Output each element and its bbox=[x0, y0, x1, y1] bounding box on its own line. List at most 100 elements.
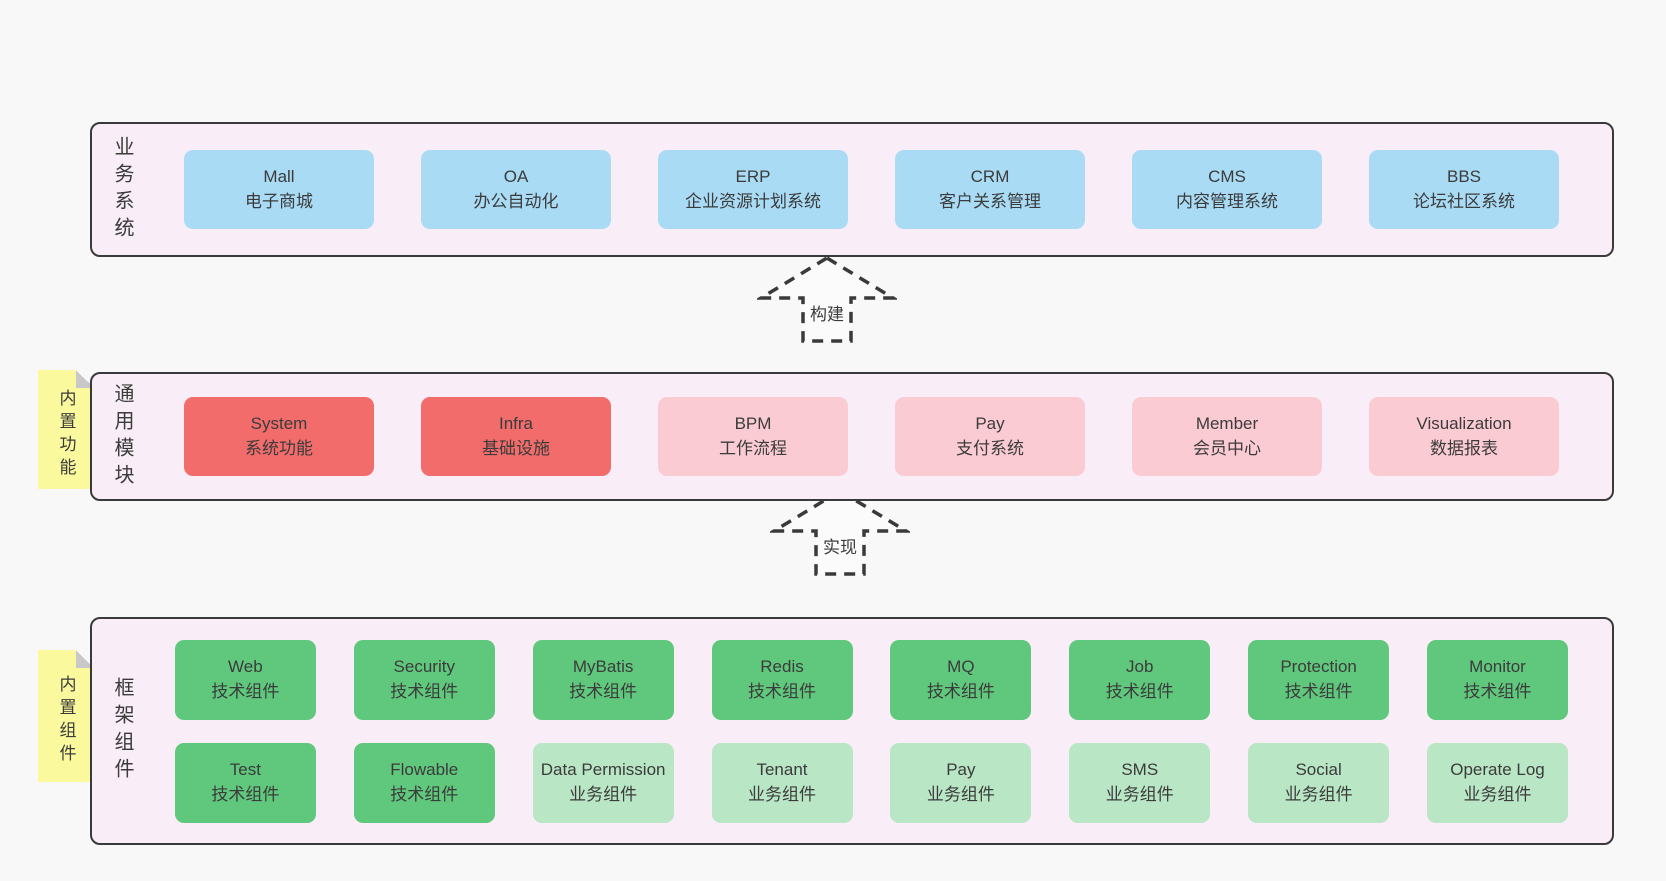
box-subtitle: 技术组件 bbox=[390, 681, 459, 701]
box-subtitle: 电子商城 bbox=[245, 191, 313, 211]
business-systems-boxes: Mall 电子商城 OA 办公自动化 ERP 企业资源计划系统 CRM 客户关系管理 CMS 内容… bbox=[137, 150, 1606, 229]
box-subtitle: 技术组件 bbox=[211, 784, 280, 804]
box-cms: CMS 内容管理系统 bbox=[1132, 150, 1322, 229]
box-subtitle: 业务组件 bbox=[1105, 784, 1174, 804]
box-mall: Mall 电子商城 bbox=[184, 150, 374, 229]
sticky-note-text: 内置组件 bbox=[56, 675, 76, 767]
box-system: System 系统功能 bbox=[184, 397, 374, 476]
sticky-note-builtin-functions: 内置功能 bbox=[38, 370, 94, 489]
note-folded-corner bbox=[76, 370, 94, 388]
box-title: Monitor bbox=[1469, 657, 1526, 677]
box-subtitle: 技术组件 bbox=[926, 681, 995, 701]
box-subtitle: 技术组件 bbox=[748, 681, 816, 701]
box-erp: ERP 企业资源计划系统 bbox=[658, 150, 848, 229]
box-test: Test 技术组件 bbox=[174, 742, 316, 823]
box-title: MyBatis bbox=[572, 657, 634, 677]
build-arrow-label: 构建 bbox=[808, 300, 846, 325]
box-title: Data Permission bbox=[540, 760, 666, 780]
box-subtitle: 工作流程 bbox=[719, 438, 787, 458]
sticky-note-builtin-components: 内置组件 bbox=[38, 650, 94, 782]
box-security: Security 技术组件 bbox=[353, 639, 495, 720]
box-title: Social bbox=[1295, 760, 1342, 780]
box-title: CMS bbox=[1208, 167, 1246, 187]
box-subtitle: 技术组件 bbox=[1105, 681, 1174, 701]
box-subtitle: 支付系统 bbox=[956, 438, 1024, 458]
box-subtitle: 基础设施 bbox=[482, 438, 550, 458]
box-title: SMS bbox=[1121, 760, 1159, 780]
box-title: ERP bbox=[735, 167, 771, 187]
box-title: Web bbox=[228, 657, 263, 677]
box-subtitle: 办公自动化 bbox=[473, 191, 559, 211]
box-monitor: Monitor 技术组件 bbox=[1427, 639, 1568, 720]
box-sms: SMS 业务组件 bbox=[1069, 742, 1211, 823]
box-subtitle: 技术组件 bbox=[1463, 681, 1532, 701]
box-bbs: BBS 论坛社区系统 bbox=[1369, 150, 1559, 229]
box-title: OA bbox=[503, 167, 529, 187]
layer-business-systems: 业务系统 Mall 电子商城 OA 办公自动化 ERP 企业资源计划系统 CRM 客户关系管理… bbox=[90, 122, 1614, 257]
layer-label-common-modules: 通用模块 bbox=[111, 382, 133, 491]
layer-label-business-systems: 业务系统 bbox=[111, 135, 133, 244]
box-title: System bbox=[250, 414, 308, 434]
box-subtitle: 技术组件 bbox=[569, 681, 638, 701]
box-subtitle: 会员中心 bbox=[1193, 438, 1261, 458]
box-subtitle: 客户关系管理 bbox=[939, 191, 1041, 211]
box-oa: OA 办公自动化 bbox=[421, 150, 611, 229]
box-title: Visualization bbox=[1416, 414, 1512, 434]
box-title: Pay bbox=[946, 760, 976, 780]
box-title: CRM bbox=[970, 167, 1010, 187]
box-data-permission: Data Permission 业务组件 bbox=[532, 742, 674, 823]
box-subtitle: 技术组件 bbox=[390, 784, 459, 804]
box-mybatis: MyBatis 技术组件 bbox=[532, 639, 674, 720]
box-subtitle: 业务组件 bbox=[1463, 784, 1532, 804]
box-title: Flowable bbox=[390, 760, 459, 780]
implement-arrow-label: 实现 bbox=[821, 533, 859, 558]
box-operate-log: Operate Log 业务组件 bbox=[1427, 742, 1568, 823]
box-title: Mall bbox=[263, 167, 295, 187]
box-subtitle: 业务组件 bbox=[748, 784, 816, 804]
build-arrow: 构建 bbox=[757, 254, 897, 344]
box-subtitle: 内容管理系统 bbox=[1176, 191, 1278, 211]
box-title: Pay bbox=[975, 414, 1005, 434]
box-title: Infra bbox=[498, 414, 534, 434]
box-title: Job bbox=[1126, 657, 1154, 677]
box-title: Redis bbox=[760, 657, 804, 677]
box-flowable: Flowable 技术组件 bbox=[353, 742, 495, 823]
box-subtitle: 技术组件 bbox=[211, 681, 280, 701]
box-subtitle: 论坛社区系统 bbox=[1413, 191, 1515, 211]
box-title: BPM bbox=[734, 414, 772, 434]
box-visualization: Visualization 数据报表 bbox=[1369, 397, 1559, 476]
up-arrow-icon bbox=[770, 488, 910, 576]
layer-label-framework-components: 框架组件 bbox=[111, 677, 133, 785]
box-title: Member bbox=[1195, 414, 1259, 434]
box-social: Social 业务组件 bbox=[1248, 742, 1390, 823]
box-subtitle: 企业资源计划系统 bbox=[685, 191, 821, 211]
box-member: Member 会员中心 bbox=[1132, 397, 1322, 476]
box-redis: Redis 技术组件 bbox=[711, 639, 853, 720]
sticky-note-text: 内置功能 bbox=[56, 388, 76, 481]
box-pay: Pay 支付系统 bbox=[895, 397, 1085, 476]
box-bpm: BPM 工作流程 bbox=[658, 397, 848, 476]
implement-arrow: 实现 bbox=[770, 487, 910, 577]
box-subtitle: 数据报表 bbox=[1430, 438, 1498, 458]
box-title: Security bbox=[393, 657, 455, 677]
box-subtitle: 业务组件 bbox=[569, 784, 638, 804]
box-title: BBS bbox=[1446, 167, 1482, 187]
box-subtitle: 业务组件 bbox=[1284, 784, 1353, 804]
note-folded-corner bbox=[76, 650, 94, 668]
box-crm: CRM 客户关系管理 bbox=[895, 150, 1085, 229]
box-title: Protection bbox=[1280, 657, 1357, 677]
box-title: MQ bbox=[947, 657, 975, 677]
box-title: Test bbox=[229, 760, 261, 780]
layer-common-modules: 通用模块 System 系统功能 Infra 基础设施 BPM 工作流程 Pay 支付系统 Me… bbox=[90, 372, 1614, 501]
box-mq: MQ 技术组件 bbox=[890, 639, 1032, 720]
box-subtitle: 系统功能 bbox=[245, 438, 313, 458]
box-title: Operate Log bbox=[1450, 760, 1545, 780]
box-job: Job 技术组件 bbox=[1069, 639, 1211, 720]
box-web: Web 技术组件 bbox=[174, 639, 316, 720]
